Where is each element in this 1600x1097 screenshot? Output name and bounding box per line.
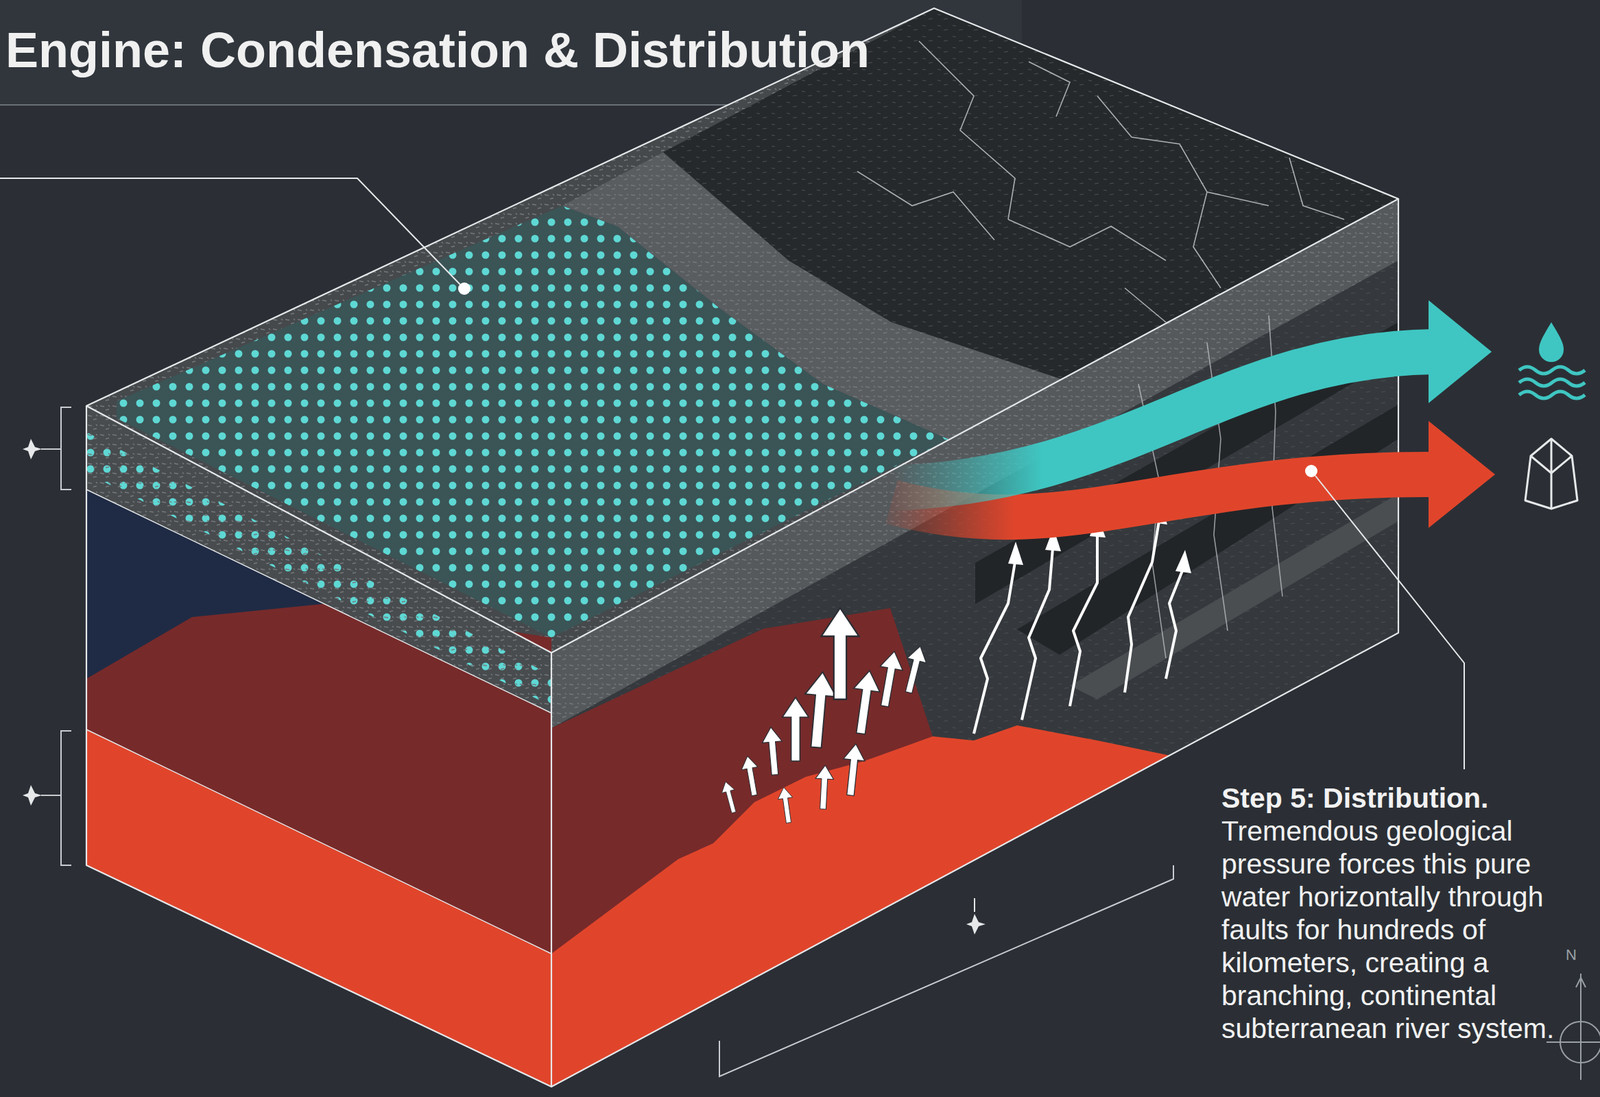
compass-label: N	[1565, 946, 1577, 965]
fault-arrow	[1069, 534, 1098, 707]
magma-zone	[551, 725, 1170, 1088]
bracket	[61, 731, 72, 866]
water-icon	[1519, 322, 1585, 399]
callout-heading: Step 5: Distribution.	[1221, 781, 1592, 815]
fault-arrow	[973, 562, 1016, 734]
crystal	[1525, 438, 1578, 509]
crystal-facet	[1550, 473, 1553, 509]
vapour-arrow	[899, 643, 930, 695]
crack	[1028, 61, 1070, 117]
callout-body: Tremendous geological pressure forces th…	[1221, 814, 1592, 1046]
crack	[1097, 96, 1269, 206]
vapour-arrow	[776, 786, 797, 825]
fault-arrows	[973, 521, 1184, 734]
leader-line	[1315, 475, 1465, 770]
crack	[918, 41, 1016, 220]
fault-arrow	[1021, 548, 1053, 721]
crack	[1289, 157, 1345, 220]
vapour-arrow	[847, 668, 883, 736]
block-outline	[86, 8, 1399, 1088]
fault-arrow	[1165, 569, 1184, 679]
aquifer-layer	[86, 406, 552, 714]
diagram-title: Engine: Condensation & Distribution	[5, 23, 870, 78]
step-callout: Step 5: Distribution.Tremendous geologic…	[1221, 781, 1592, 1046]
vapour-arrow	[814, 765, 835, 810]
wave	[1519, 366, 1585, 374]
arrow-head	[1008, 541, 1024, 566]
outline	[86, 406, 552, 1088]
vapour-arrow	[761, 726, 786, 776]
crack	[857, 171, 995, 241]
symbol-stem	[973, 898, 976, 913]
layer-edge	[86, 729, 552, 954]
vapour-arrow	[739, 755, 763, 797]
leader-dot	[1305, 464, 1318, 478]
wave	[1519, 391, 1585, 399]
symbol	[966, 914, 986, 935]
compass	[1546, 973, 1600, 1081]
outline	[86, 8, 1399, 653]
bracket-tick	[41, 448, 62, 450]
crack	[1193, 192, 1221, 289]
vapour-arrow	[800, 670, 839, 749]
magma-layer	[86, 729, 552, 1088]
layer-edge	[86, 489, 552, 714]
compass-needle	[1546, 1041, 1600, 1044]
layer-symbols	[22, 438, 986, 935]
leader-dot	[458, 282, 471, 295]
arrow-head	[1175, 550, 1192, 574]
symbol	[22, 785, 42, 806]
vapour-arrow	[839, 742, 867, 797]
vapour-arrow	[719, 780, 741, 815]
leader-line	[0, 178, 461, 285]
fault-arrow	[1124, 521, 1160, 693]
aquifer-texture	[86, 406, 552, 714]
compass-arrow	[1575, 977, 1586, 988]
symbol	[22, 438, 42, 460]
wave	[1519, 379, 1585, 387]
vapour-arrows	[719, 608, 930, 825]
crystal-facet	[1550, 438, 1553, 474]
arrow-head	[1428, 421, 1496, 529]
drop	[1538, 322, 1564, 363]
vapour-arrow	[820, 608, 859, 700]
bracket	[61, 407, 72, 490]
water-flow-arrow	[891, 351, 1434, 489]
crystal-icon	[1525, 438, 1578, 509]
vapour-arrow	[782, 697, 809, 762]
bracket-tick	[41, 794, 62, 797]
crack	[1008, 219, 1166, 261]
crack	[1124, 288, 1166, 323]
vapour-arrow	[873, 649, 906, 709]
bracket	[719, 865, 1174, 1077]
depth-brackets	[41, 407, 1174, 1077]
arrow-head	[1428, 300, 1492, 404]
compass-needle	[1580, 973, 1582, 1081]
